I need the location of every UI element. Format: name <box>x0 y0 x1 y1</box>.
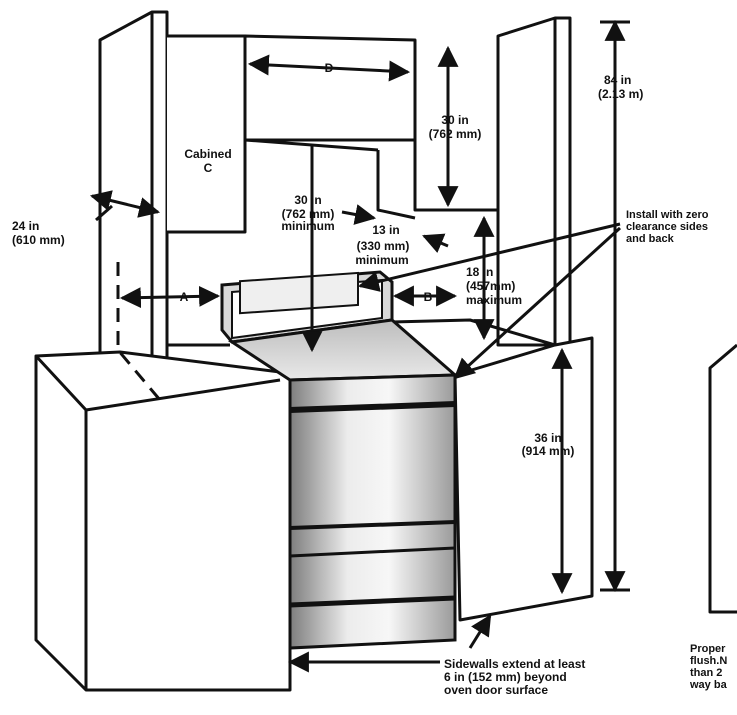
label-zero-clearance-1: Install with zero <box>626 209 709 221</box>
dimension-d-arrow <box>247 54 411 82</box>
left-upper-cabinet <box>167 34 247 234</box>
zero-clearance-pointer-1 <box>357 222 621 292</box>
label-sidewall-1: Sidewalls extend at least <box>444 657 585 671</box>
sidewall-pointer-right <box>468 614 492 649</box>
label-84-in: 84 in <box>604 73 631 87</box>
label-18-max: maximum <box>466 293 522 307</box>
label-proper-3: than 2 <box>690 667 722 679</box>
label-a: A <box>180 290 189 304</box>
label-sidewall-2: 6 in (152 mm) beyond <box>444 670 567 684</box>
label-proper-2: flush.N <box>690 655 727 667</box>
label-cabinet-c-line2: C <box>204 161 213 175</box>
clearance-13-arrow-b <box>422 233 449 253</box>
right-base-cabinet <box>453 336 594 622</box>
depth-24-arrow <box>89 190 161 218</box>
adjacent-appliance-outline <box>708 343 737 614</box>
label-36-mm: (914 mm) <box>522 444 575 458</box>
label-18-in: 18 in <box>466 265 493 279</box>
label-cabinet-c-line1: Cabined <box>184 147 231 161</box>
label-hood-30-mm: (762 mm) <box>282 207 335 221</box>
label-hood-30-in: 30 in <box>294 193 321 207</box>
zero-clearance-pointer-2 <box>453 226 622 380</box>
label-proper-1: Proper <box>690 643 726 655</box>
label-sidewall-3: oven door surface <box>444 683 548 697</box>
label-d: D <box>325 61 334 75</box>
dimension-a-arrow <box>119 285 221 309</box>
label-24-in: 24 in <box>12 219 39 233</box>
label-proper-4: way ba <box>689 679 728 691</box>
clearance-13-arrow-a <box>341 204 377 225</box>
label-84-m: (2.13 m) <box>598 87 643 101</box>
left-base-cabinet <box>34 350 292 692</box>
label-18-mm: (457mm) <box>466 279 515 293</box>
label-13-min: minimum <box>355 253 408 267</box>
label-upper-30-mm: (762 mm) <box>429 127 482 141</box>
range-body <box>227 318 459 650</box>
label-13-mm: (330 mm) <box>357 239 410 253</box>
label-b: B <box>424 290 433 304</box>
label-hood-30-min: minimum <box>281 219 334 233</box>
label-13-in: 13 in <box>372 223 399 237</box>
label-zero-clearance-2: clearance sides <box>626 221 708 233</box>
center-upper-cabinet <box>243 34 417 142</box>
label-36-in: 36 in <box>534 431 561 445</box>
label-zero-clearance-3: and back <box>626 233 675 245</box>
label-24-mm: (610 mm) <box>12 233 65 247</box>
label-upper-30-in: 30 in <box>441 113 468 127</box>
